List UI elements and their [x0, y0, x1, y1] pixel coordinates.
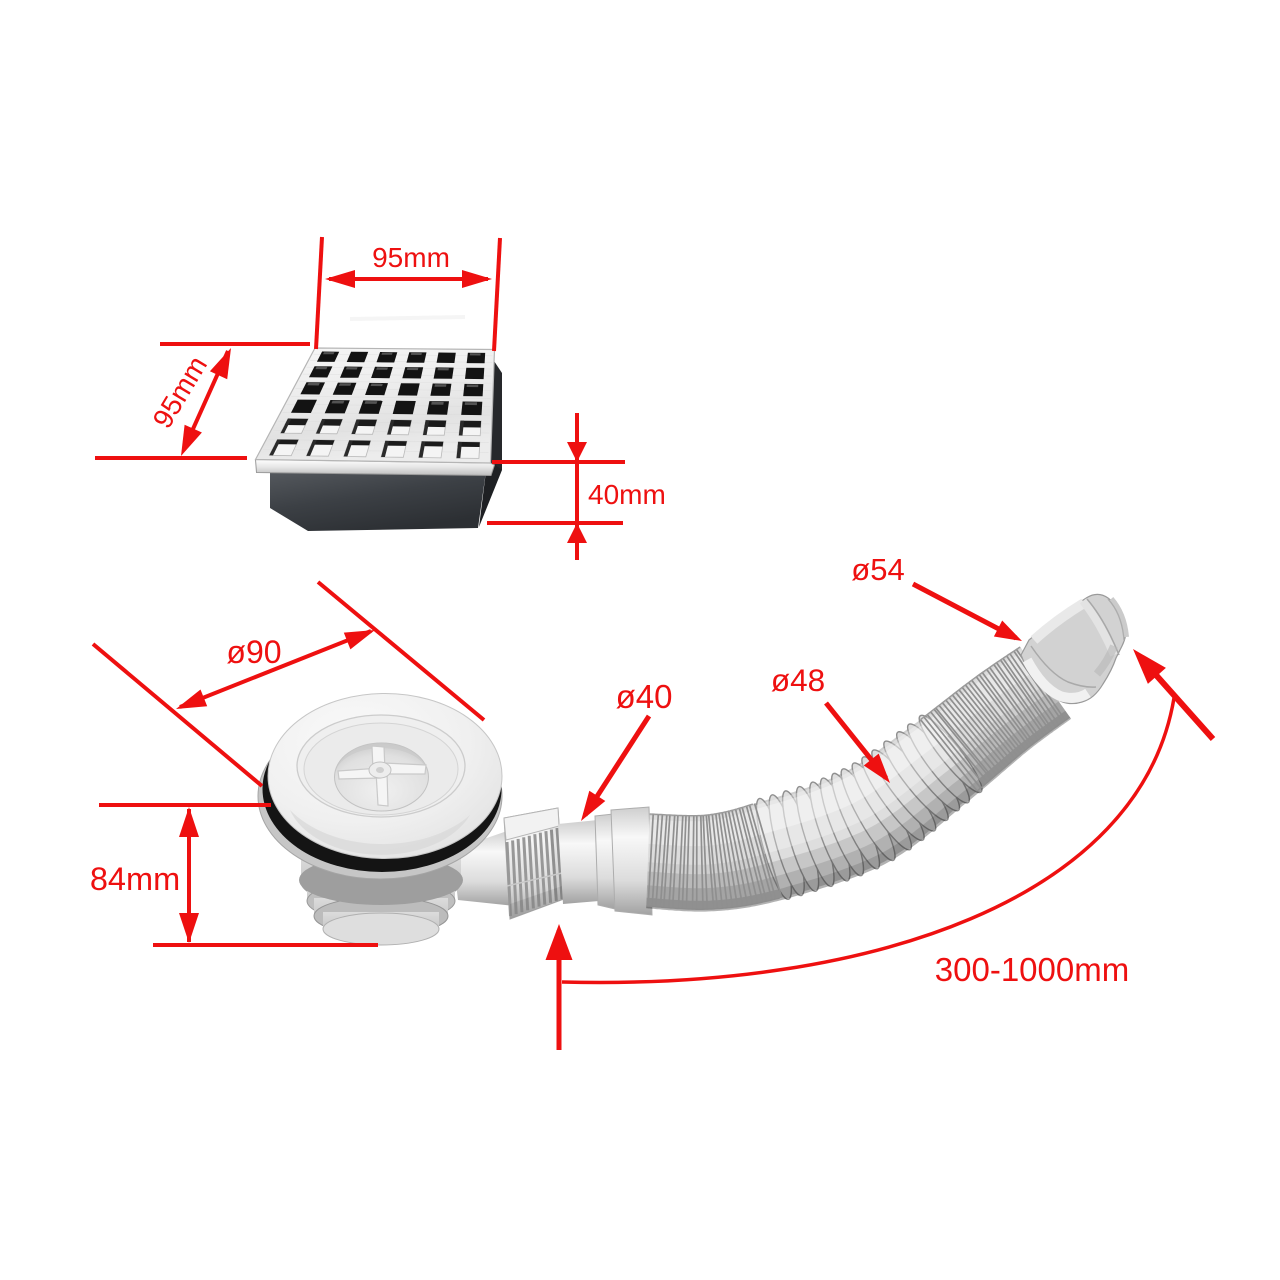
- svg-text:95mm: 95mm: [372, 242, 450, 273]
- svg-text:ø90: ø90: [226, 634, 281, 670]
- svg-text:84mm: 84mm: [90, 861, 180, 897]
- svg-text:40mm: 40mm: [588, 479, 666, 510]
- svg-text:ø54: ø54: [851, 552, 904, 587]
- svg-text:ø48: ø48: [771, 662, 825, 698]
- svg-text:ø40: ø40: [616, 678, 673, 715]
- svg-text:300-1000mm: 300-1000mm: [935, 951, 1129, 988]
